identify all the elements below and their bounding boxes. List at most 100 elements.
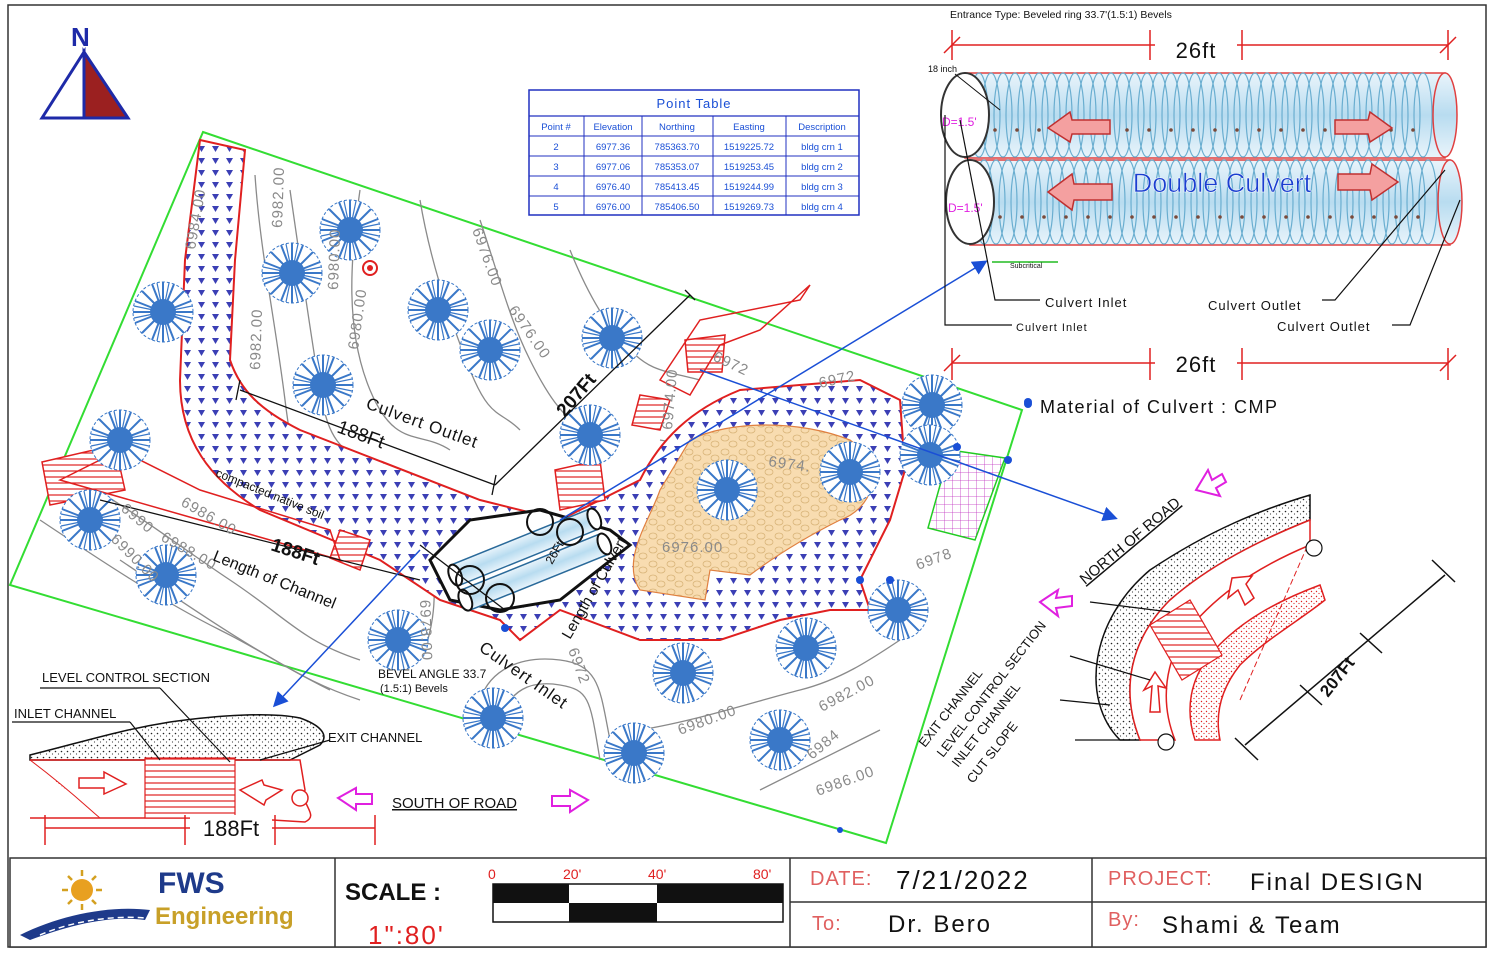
pipe-rib: [1221, 72, 1241, 158]
survey-markers: [362, 260, 1032, 833]
left-level-control-label: LEVEL CONTROL SECTION: [42, 670, 210, 685]
pipe-rib: [1166, 159, 1186, 245]
pipe-rib: [1142, 159, 1162, 245]
pipe-rivet: [1174, 215, 1178, 219]
pipe-rib: [1130, 159, 1150, 245]
pipe-rib: [1082, 159, 1102, 245]
bevel-angle-label-1: BEVEL ANGLE 33.7: [378, 667, 487, 681]
svg-text:6976.40: 6976.40: [596, 182, 630, 193]
pipe-rib: [1034, 159, 1054, 245]
pipe-rib: [1185, 72, 1205, 158]
svg-text:6978.00: 6978.00: [416, 600, 435, 662]
pipe-rivet: [1394, 215, 1398, 219]
north-arrow-icon: N: [39, 22, 131, 120]
pipe-rib: [1197, 72, 1217, 158]
pipe-rib: [998, 159, 1018, 245]
pipe-rib: [1377, 72, 1397, 158]
svg-text:6974.00: 6974.00: [659, 368, 681, 430]
pipe-rib: [1305, 72, 1325, 158]
pipe-thickness-label: 18 inch: [928, 64, 957, 74]
pipe-rivet: [993, 128, 997, 132]
pipe-rib: [1149, 72, 1169, 158]
pipe-rivet: [1218, 215, 1222, 219]
sand-area: [632, 424, 873, 601]
company-name-line1: FWS: [158, 867, 225, 900]
pipe-rib: [1257, 72, 1277, 158]
bevel-angle-label-2: (1.5:1) Bevels: [380, 683, 448, 695]
pipe-rib: [1365, 72, 1385, 158]
pipe-rib: [1173, 72, 1193, 158]
pipe-rivet: [1130, 215, 1134, 219]
pipe-rib: [1418, 159, 1438, 245]
pipe-rib: [1262, 159, 1282, 245]
pipe-rib: [1341, 72, 1361, 158]
arrow-icon: [1038, 587, 1073, 619]
pipe-rib: [1053, 72, 1073, 158]
culvert-outlet-2: Culvert Outlet: [1277, 319, 1370, 334]
pipe-rib: [1202, 159, 1222, 245]
svg-text:2: 2: [553, 142, 558, 153]
pipe-rivet: [1152, 215, 1156, 219]
culvert-plan: [428, 507, 633, 613]
svg-text:6977.06: 6977.06: [596, 162, 630, 173]
point-table-title: Point Table: [656, 96, 731, 111]
pipe-rivet: [1323, 128, 1327, 132]
pipe-rivet: [1108, 215, 1112, 219]
svg-text:bldg crn 3: bldg crn 3: [801, 182, 843, 193]
pipe-rib: [1137, 72, 1157, 158]
pipe-rib: [1358, 159, 1378, 245]
pipe-rib: [1394, 159, 1414, 245]
pipe-rib: [1010, 159, 1030, 245]
culvert-inlet-2: Culvert Inlet: [1016, 322, 1088, 334]
point-table: Point Table Point # Elevation Northing E…: [528, 89, 860, 216]
pipe-rib: [1118, 159, 1138, 245]
pt-header-2: Northing: [659, 122, 695, 133]
pipe-rib: [1238, 159, 1258, 245]
pipe-rib: [1058, 159, 1078, 245]
pipe-rivet: [1306, 215, 1310, 219]
svg-text:1519253.45: 1519253.45: [724, 162, 774, 173]
scale-tick-2: 40': [648, 866, 666, 882]
pipe-rivet: [1350, 215, 1354, 219]
entrance-type-label: Entrance Type: Beveled ring 33.7'(1.5:1)…: [950, 9, 1172, 21]
svg-text:1519225.72: 1519225.72: [724, 142, 774, 153]
to-value: Dr. Bero: [888, 911, 992, 938]
pipe-rivet: [1301, 128, 1305, 132]
pipe-rivet: [1372, 215, 1376, 219]
pipe-rib: [1041, 72, 1061, 158]
pipe-rib: [1101, 72, 1121, 158]
svg-text:6974.: 6974.: [767, 453, 811, 476]
pipe-rib: [1310, 159, 1330, 245]
date-value: 7/21/2022: [896, 865, 1030, 895]
project-label: PROJECT:: [1108, 868, 1213, 890]
pipe-rivet: [998, 215, 1002, 219]
svg-text:3: 3: [553, 162, 558, 173]
pipe-rivet: [1235, 128, 1239, 132]
scale-bar: 0 20' 40' 80': [488, 866, 784, 923]
company-logo-icon: [20, 870, 150, 940]
svg-text:1519244.99: 1519244.99: [724, 182, 774, 193]
pipe-rib: [1245, 72, 1265, 158]
pt-header-4: Description: [798, 122, 846, 133]
pipe-rib: [1094, 159, 1114, 245]
pipe-rib: [993, 72, 1013, 158]
culvert-inlet-1: Culvert Inlet: [1045, 295, 1127, 310]
north-label: N: [71, 22, 90, 52]
pipe-rivet: [1042, 215, 1046, 219]
diameter-top-label: D=1.5': [942, 115, 977, 129]
scale-tick-1: 20': [563, 866, 581, 882]
scale-tick-0: 0: [488, 866, 496, 882]
scale-value: 1":80': [368, 920, 445, 950]
pipe-rib: [1029, 72, 1049, 158]
pipe-rib: [1370, 159, 1390, 245]
pipe-rib: [1406, 159, 1426, 245]
svg-text:6982.00: 6982.00: [247, 308, 266, 370]
scale-tick-3: 80': [753, 866, 771, 882]
culvert-outlet-1: Culvert Outlet: [1208, 298, 1301, 313]
right-dim-207: 207Ft: [1316, 654, 1359, 701]
pipe-rib: [1017, 72, 1037, 158]
svg-text:4: 4: [553, 182, 558, 193]
arrow-icon: [1194, 467, 1228, 498]
diameter-bottom-label: D=1.5': [948, 201, 983, 215]
left-dim-188: 188Ft: [203, 816, 259, 841]
